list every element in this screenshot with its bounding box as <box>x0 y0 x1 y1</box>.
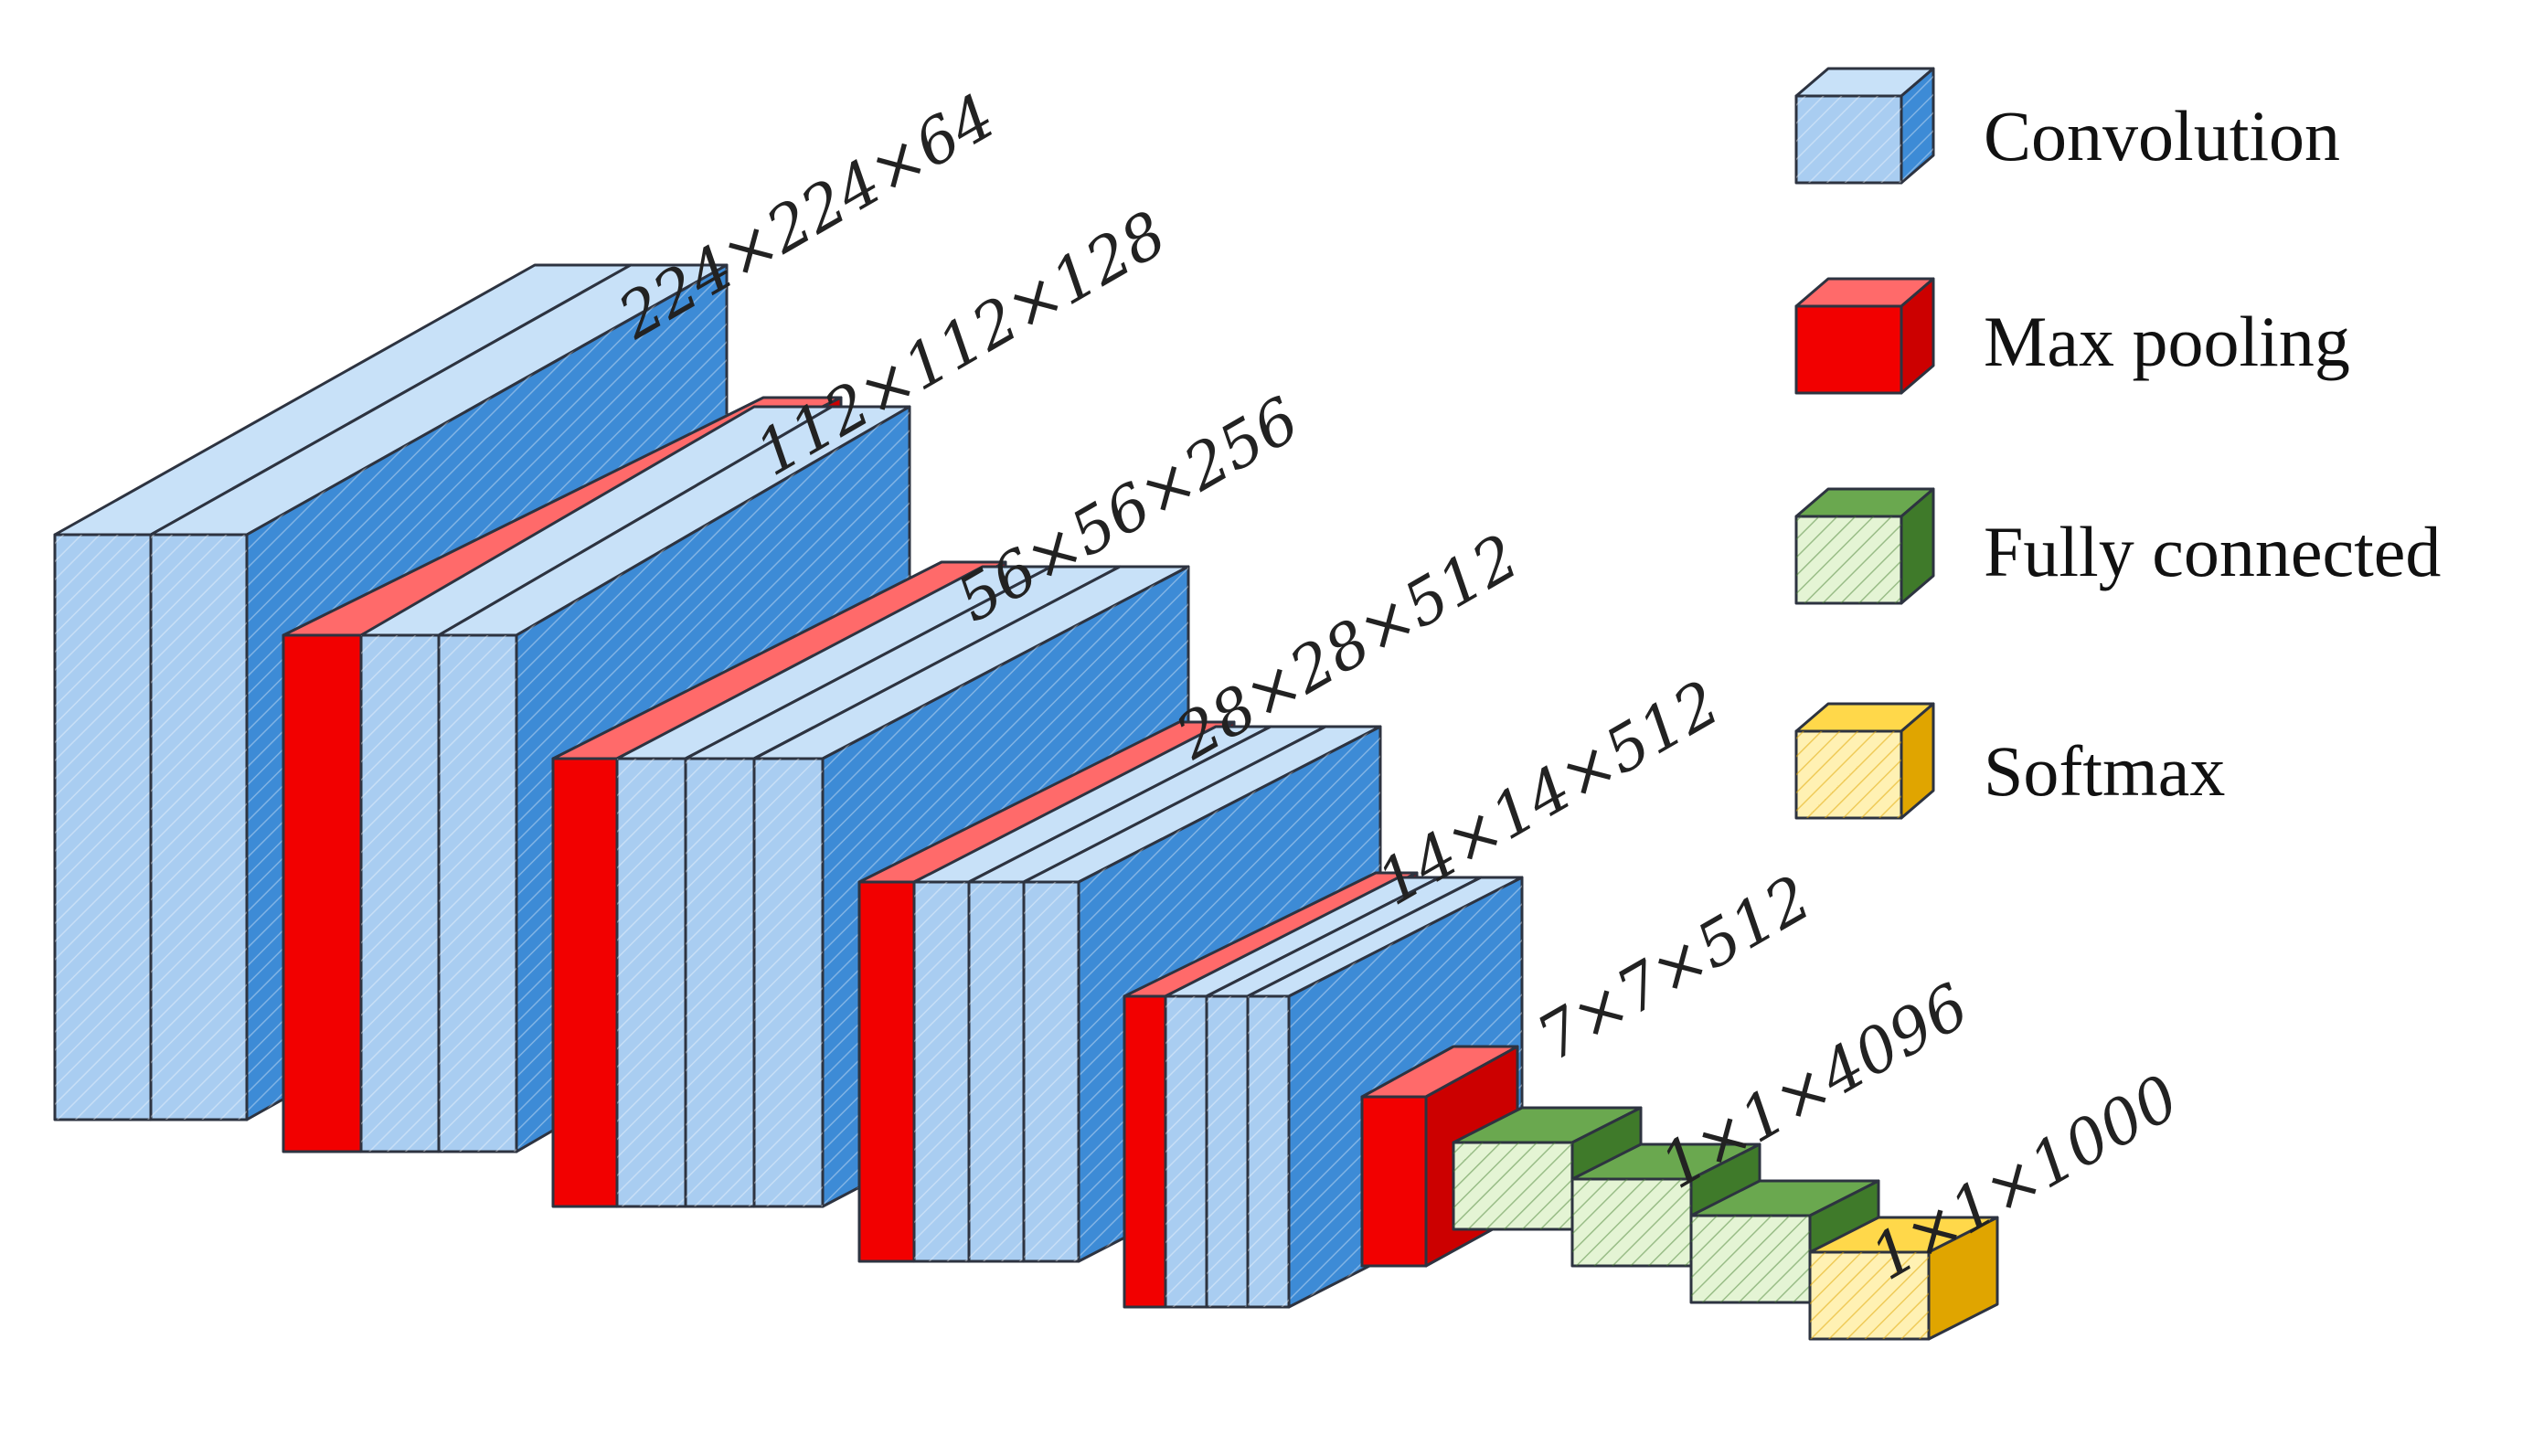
dim-label-pool5: 7×7×512 <box>1526 862 1824 1076</box>
legend-cube-convolution-side-face-hatch <box>1901 69 1933 183</box>
layer-fc7-front-face-hatch <box>1572 1179 1691 1266</box>
legend-cube-fully_connected-front-face-hatch <box>1796 516 1901 603</box>
layer-pool1-front-face <box>282 633 363 1153</box>
layer-pool5-front-face <box>1360 1095 1428 1268</box>
layer-conv5-3-front-face-hatch <box>1248 996 1289 1307</box>
layer-conv4-2-front-face-hatch <box>969 882 1024 1261</box>
dim-label-block5: 14×14×512 <box>1366 667 1731 920</box>
layer-conv4-1-front-face-hatch <box>914 882 969 1261</box>
layer-conv2-2-front-face-hatch <box>439 635 516 1152</box>
legend-cube-convolution-front-face-hatch <box>1796 96 1901 183</box>
layer-conv5-2-front-face-hatch <box>1207 996 1248 1307</box>
layer-conv1-2-front-face-hatch <box>151 535 247 1120</box>
layer-conv1-1-front-face-hatch <box>55 535 151 1120</box>
legend-cube-max_pooling-front-face <box>1794 304 1903 395</box>
network-layers <box>53 263 1999 1341</box>
legend-cube-softmax <box>1794 702 1935 820</box>
legend-label-fully-connected: Fully connected <box>1984 512 2441 591</box>
layer-conv4-3-front-face-hatch <box>1024 882 1079 1261</box>
layer-conv5-1-front-face-hatch <box>1165 996 1207 1307</box>
legend: Convolution Max pooling Fully connected … <box>1794 67 2441 820</box>
layer-fc8-front-face-hatch <box>1691 1216 1810 1302</box>
layer-softmax-front-face-hatch <box>1810 1252 1929 1339</box>
legend-cube-convolution <box>1794 67 1935 185</box>
layer-fc6-front-face-hatch <box>1453 1142 1572 1229</box>
layer-softmax <box>1808 1216 1999 1341</box>
legend-max-pooling-cube-icon <box>1794 277 1935 395</box>
legend-convolution-cube-icon <box>1794 67 1935 185</box>
layer-conv3-1-front-face-hatch <box>617 759 686 1206</box>
legend-label-max-pooling: Max pooling <box>1984 302 2350 381</box>
layer-pool4-front-face <box>1123 994 1167 1309</box>
legend-fully-connected-cube-icon <box>1794 487 1935 605</box>
legend-cube-max_pooling <box>1794 277 1935 395</box>
dim-label-softmax: 1×1×1000 <box>1859 1062 2191 1295</box>
legend-cube-softmax-front-face-hatch <box>1796 731 1901 818</box>
layer-pool2-front-face <box>551 757 619 1208</box>
layer-pool3-front-face <box>857 880 916 1263</box>
layer-conv2-1-front-face-hatch <box>361 635 439 1152</box>
layer-conv3-2-front-face-hatch <box>686 759 754 1206</box>
dim-label-fc: 1×1×4096 <box>1649 971 1981 1204</box>
legend-cube-fully_connected <box>1794 487 1935 605</box>
legend-label-convolution: Convolution <box>1984 96 2340 175</box>
layer-conv3-3-front-face-hatch <box>754 759 823 1206</box>
legend-softmax-cube-icon <box>1794 702 1935 820</box>
legend-label-softmax: Softmax <box>1984 731 2225 811</box>
